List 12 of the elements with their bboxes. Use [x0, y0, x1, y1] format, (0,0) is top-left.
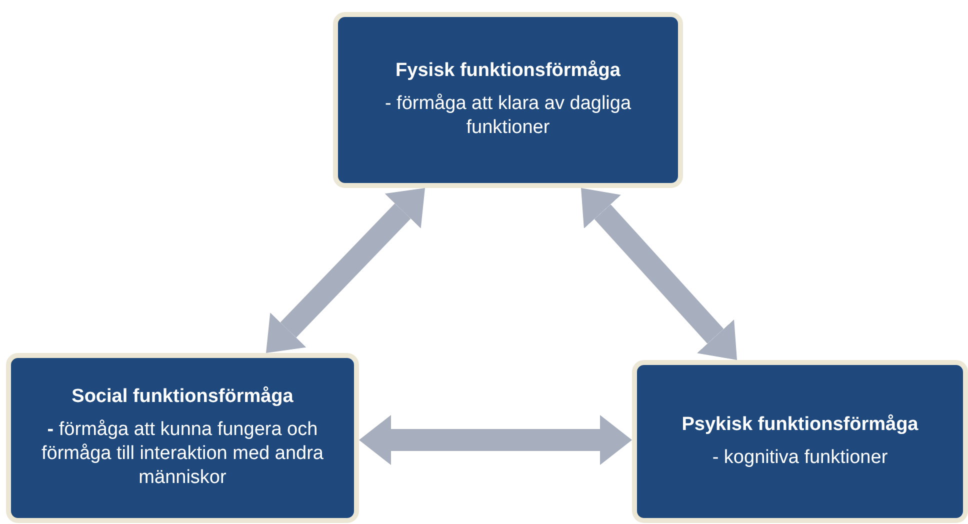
process-box [333, 12, 683, 188]
box-description: - förmåga att klara av dagliga funktioner [384, 92, 632, 140]
double-arrow [359, 415, 632, 465]
box-description: - förmåga att kunna fungera och förmåga till interaktion med andra människor [40, 418, 324, 490]
double-arrow [266, 188, 425, 353]
box-heading: Social funktionsförmåga [72, 386, 294, 408]
process-box [632, 360, 968, 523]
process-box [6, 353, 359, 523]
box-heading: Fysisk funktionsförmåga [396, 60, 620, 82]
box-heading: Psykisk funktionsförmåga [682, 414, 918, 436]
box-description: - kognitiva funktioner [712, 446, 888, 470]
double-arrow [581, 188, 737, 360]
